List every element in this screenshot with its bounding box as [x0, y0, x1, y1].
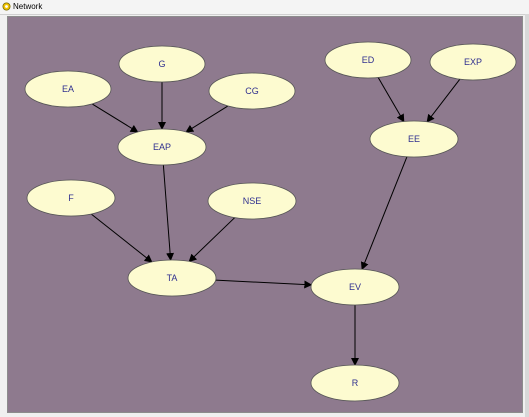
- node-ev[interactable]: EV: [310, 268, 400, 306]
- node-ellipse[interactable]: [429, 43, 517, 81]
- edge-ed-to-ee[interactable]: [377, 77, 405, 123]
- node-label: CG: [245, 86, 259, 96]
- node-ellipse[interactable]: [208, 72, 296, 110]
- node-ellipse[interactable]: [127, 259, 217, 297]
- node-eap[interactable]: EAP: [117, 128, 207, 166]
- node-label: G: [158, 59, 165, 69]
- node-label: EE: [408, 134, 420, 144]
- node-label: R: [352, 378, 359, 388]
- node-ellipse[interactable]: [24, 70, 112, 108]
- network-graph[interactable]: EA G CG EAP F NSE TA ED EXP EE EV R: [8, 17, 522, 412]
- node-nse[interactable]: NSE: [207, 182, 297, 220]
- network-app-icon: [2, 2, 11, 11]
- node-ellipse[interactable]: [207, 182, 297, 220]
- node-label: ED: [362, 55, 375, 65]
- node-label: EXP: [464, 57, 482, 67]
- node-exp[interactable]: EXP: [429, 43, 517, 81]
- node-ed[interactable]: ED: [324, 41, 412, 79]
- node-ellipse[interactable]: [324, 41, 412, 79]
- edge-ta-to-ev[interactable]: [215, 279, 313, 289]
- edge-f-to-ta[interactable]: [90, 213, 153, 263]
- node-label: EV: [349, 282, 361, 292]
- node-ellipse[interactable]: [118, 45, 206, 83]
- node-r[interactable]: R: [310, 364, 400, 402]
- edge-nse-to-ta[interactable]: [188, 217, 236, 263]
- node-ellipse[interactable]: [369, 120, 459, 158]
- node-ea[interactable]: EA: [24, 70, 112, 108]
- title-bar[interactable]: Network: [0, 0, 529, 15]
- node-cg[interactable]: CG: [208, 72, 296, 110]
- node-ellipse[interactable]: [310, 364, 400, 402]
- edge-exp-to-ee[interactable]: [426, 78, 461, 123]
- node-label: TA: [167, 273, 178, 283]
- node-g[interactable]: G: [118, 45, 206, 83]
- edge-ea-to-eap[interactable]: [91, 103, 139, 133]
- window-right-edge: [525, 14, 529, 417]
- nodes-layer: EA G CG EAP F NSE TA ED EXP EE EV R: [24, 41, 517, 402]
- node-ellipse[interactable]: [310, 268, 400, 306]
- node-ee[interactable]: EE: [369, 120, 459, 158]
- network-canvas[interactable]: EA G CG EAP F NSE TA ED EXP EE EV R: [7, 16, 523, 413]
- node-label: NSE: [243, 196, 262, 206]
- node-ta[interactable]: TA: [127, 259, 217, 297]
- node-ellipse[interactable]: [117, 128, 207, 166]
- window-title: Network: [13, 2, 43, 11]
- node-label: EAP: [153, 142, 171, 152]
- edge-eap-to-ta[interactable]: [162, 164, 175, 262]
- node-label: F: [68, 193, 74, 203]
- edge-ee-to-ev[interactable]: [360, 156, 408, 271]
- node-ellipse[interactable]: [26, 179, 116, 217]
- node-label: EA: [62, 84, 74, 94]
- node-f[interactable]: F: [26, 179, 116, 217]
- edges-layer: [90, 77, 461, 366]
- edge-cg-to-eap[interactable]: [185, 105, 229, 133]
